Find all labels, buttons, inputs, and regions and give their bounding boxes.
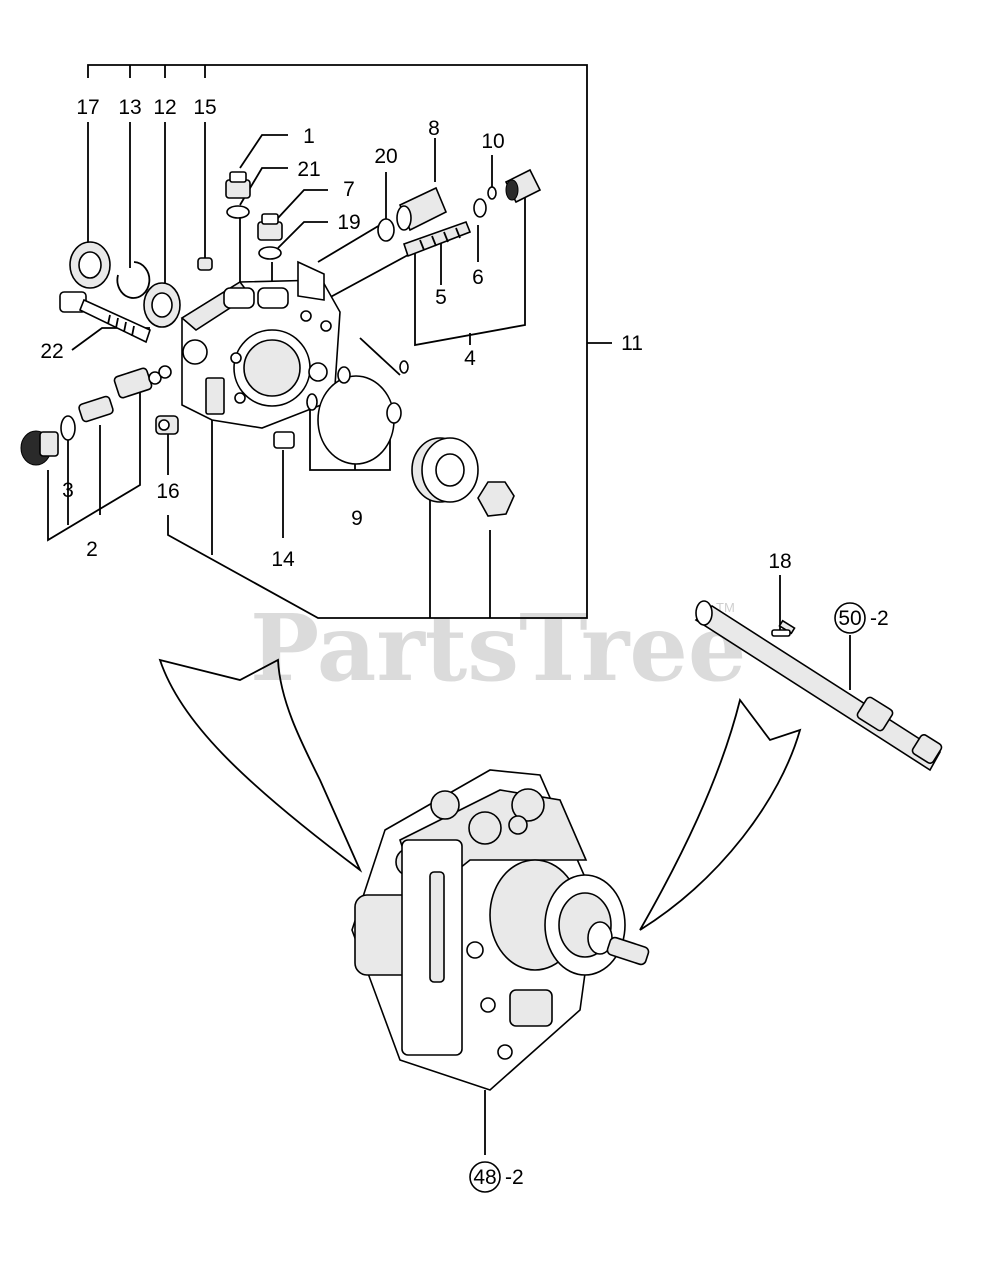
part-6-o-ring	[473, 198, 487, 218]
rotor-outer	[411, 437, 479, 503]
callout-12: 12	[153, 96, 176, 119]
reference-48: 48 -2	[469, 1161, 524, 1193]
callout-14: 14	[271, 548, 295, 571]
callout-21: 21	[297, 158, 320, 181]
part-3-o-ring	[60, 415, 76, 441]
part-18-key	[771, 629, 791, 637]
part-16-plug	[155, 415, 179, 435]
callout-15: 15	[193, 96, 216, 119]
callout-22: 22	[40, 340, 63, 363]
callout-10: 10	[481, 130, 504, 153]
rotor-inner	[477, 481, 515, 517]
callout-2: 2	[86, 538, 98, 561]
spring-2	[78, 365, 172, 423]
part-12-bearing	[143, 282, 181, 328]
part-19-o-ring	[258, 246, 282, 260]
callout-11: 11	[621, 332, 643, 355]
assembled-pump	[351, 769, 650, 1091]
part-15-plug	[197, 257, 213, 271]
part-14-pin	[273, 431, 295, 449]
callout-1: 1	[303, 125, 315, 148]
part-3-plug	[20, 430, 59, 466]
assembly-bracket	[87, 64, 612, 619]
callout-7: 7	[343, 178, 355, 201]
assembly-arrow-right	[639, 697, 802, 931]
callout-4: 4	[464, 347, 476, 370]
reference-50-suffix: -2	[870, 607, 889, 630]
reference-48-suffix: -2	[505, 1166, 524, 1189]
part-7-plug	[257, 213, 283, 241]
callout-9: 9	[351, 507, 363, 530]
watermark-text: PartsTree	[250, 594, 746, 702]
callout-17: 17	[76, 96, 99, 119]
callout-5: 5	[435, 286, 447, 309]
callout-13: 13	[118, 96, 141, 119]
callout-16: 16	[156, 480, 179, 503]
watermark: PartsTree TM	[250, 594, 746, 702]
reference-48-number: 48	[473, 1166, 496, 1189]
part-4-fitting	[504, 168, 542, 204]
part-9-gasket	[306, 360, 409, 465]
callout-3: 3	[62, 479, 74, 502]
callout-18: 18	[768, 550, 791, 573]
part-17-bearing	[69, 241, 111, 289]
callout-labels: 17 13 12 15 1 21 7 19 20 8 10 5 6 4 11 2…	[40, 96, 791, 573]
callout-8: 8	[428, 117, 440, 140]
assembly-arrow-left	[158, 658, 363, 873]
drive-shaft	[694, 600, 943, 772]
callout-19: 19	[337, 211, 360, 234]
part-20-o-ring	[377, 218, 395, 242]
part-13-snap-ring	[116, 261, 151, 299]
reference-50-number: 50	[838, 607, 861, 630]
pump-housing-cover	[180, 260, 341, 429]
callout-20: 20	[374, 145, 397, 168]
part-5-spring	[402, 220, 472, 258]
part-21-o-ring	[226, 205, 250, 219]
part-1-plug	[225, 171, 251, 199]
part-10-o-ring	[487, 186, 497, 200]
callout-6: 6	[472, 266, 484, 289]
part-8-valve	[396, 186, 448, 232]
reference-50: 50 -2	[834, 602, 889, 634]
part-22-bolt	[59, 291, 151, 344]
